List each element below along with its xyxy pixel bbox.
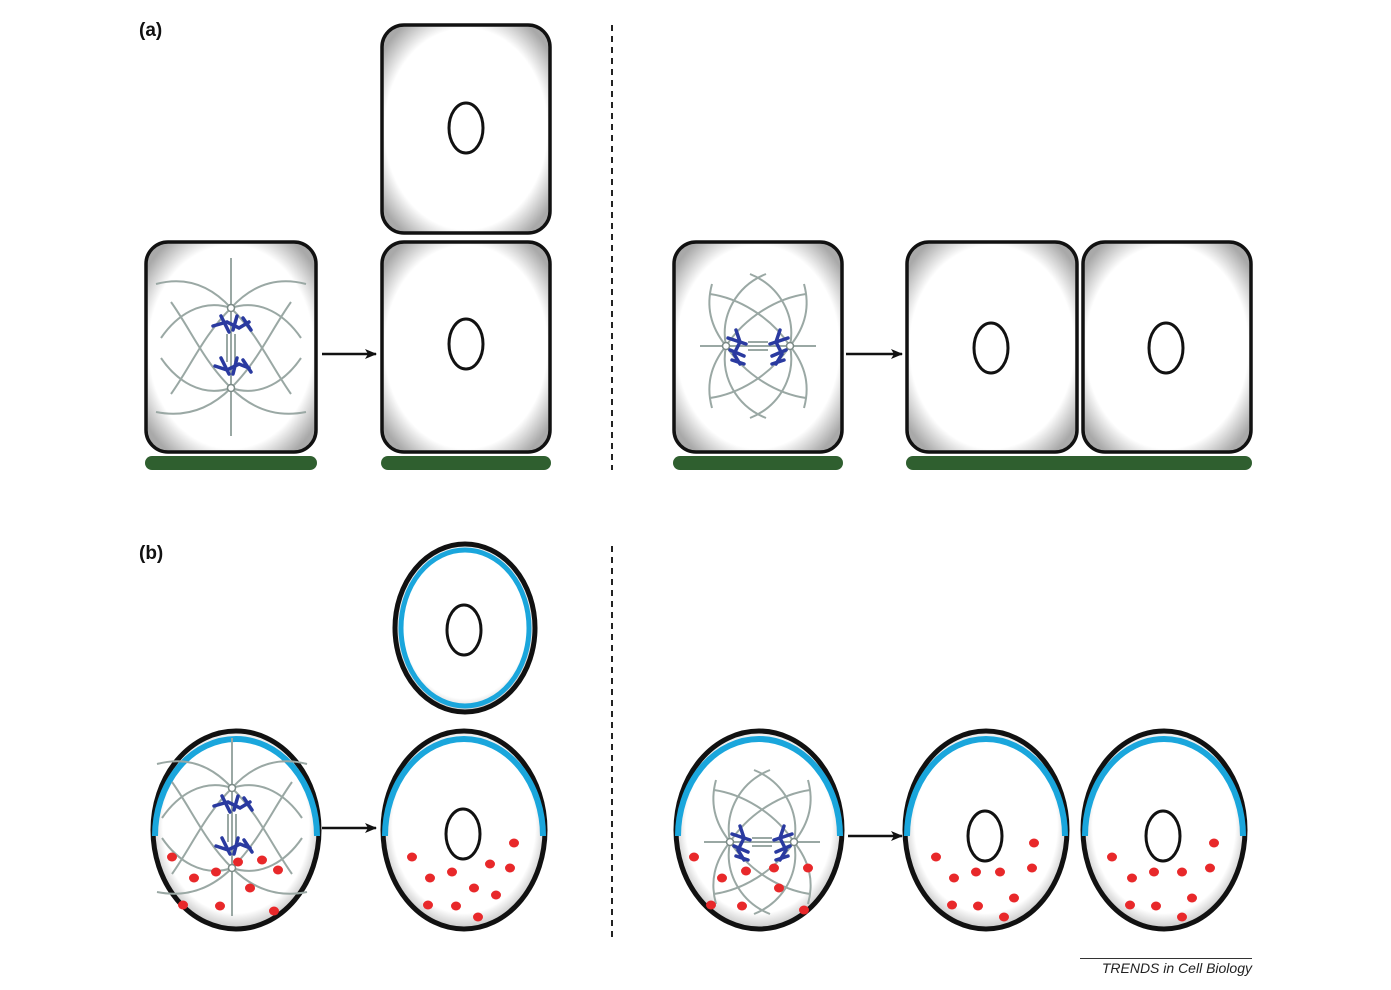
nucleus xyxy=(1144,809,1182,863)
daughter-cell-left xyxy=(905,240,1079,454)
daughter-cell-basal xyxy=(380,728,548,932)
panel-b-label: (b) xyxy=(139,543,164,564)
apical-polarity-crescent xyxy=(152,736,320,837)
fate-determinants xyxy=(167,852,283,916)
mitotic-cell-horizontal-spindle xyxy=(672,240,844,454)
fate-determinants xyxy=(407,838,519,922)
nucleus xyxy=(1147,321,1185,375)
mitotic-cell-vertical-spindle xyxy=(144,240,318,454)
apical-polarity-crescent xyxy=(675,736,843,837)
basement-membrane xyxy=(673,456,843,470)
fate-determinants xyxy=(689,852,813,915)
panel-a-label: (a) xyxy=(139,20,163,41)
journal-credit: TRENDS in Cell Biology xyxy=(1080,958,1252,976)
basement-membrane xyxy=(381,456,551,470)
mitotic-cell-polarized-vertical-spindle xyxy=(150,728,322,932)
panel-a xyxy=(144,23,1253,470)
nucleus xyxy=(444,807,482,861)
daughter-cell-left xyxy=(902,728,1070,932)
apical-polarity-ring xyxy=(398,547,532,709)
fate-determinants xyxy=(931,838,1039,922)
basement-membrane xyxy=(906,456,1252,470)
daughter-cell-right xyxy=(1080,728,1248,932)
daughter-cell-apical xyxy=(392,541,538,715)
daughter-cell-apical xyxy=(380,23,552,235)
apical-polarity-crescent xyxy=(382,736,546,837)
nucleus xyxy=(447,101,485,155)
nucleus xyxy=(445,603,483,657)
apical-polarity-crescent xyxy=(1082,736,1246,837)
fate-determinants xyxy=(1107,838,1219,922)
apical-polarity-crescent xyxy=(904,736,1068,837)
mitotic-cell-polarized-horizontal-spindle xyxy=(673,728,845,932)
daughter-cell-basal xyxy=(380,240,552,454)
basement-membrane xyxy=(145,456,317,470)
nucleus xyxy=(447,317,485,371)
nucleus xyxy=(972,321,1010,375)
panel-b xyxy=(150,541,1248,932)
nucleus xyxy=(966,809,1004,863)
daughter-cell-right xyxy=(1081,240,1253,454)
